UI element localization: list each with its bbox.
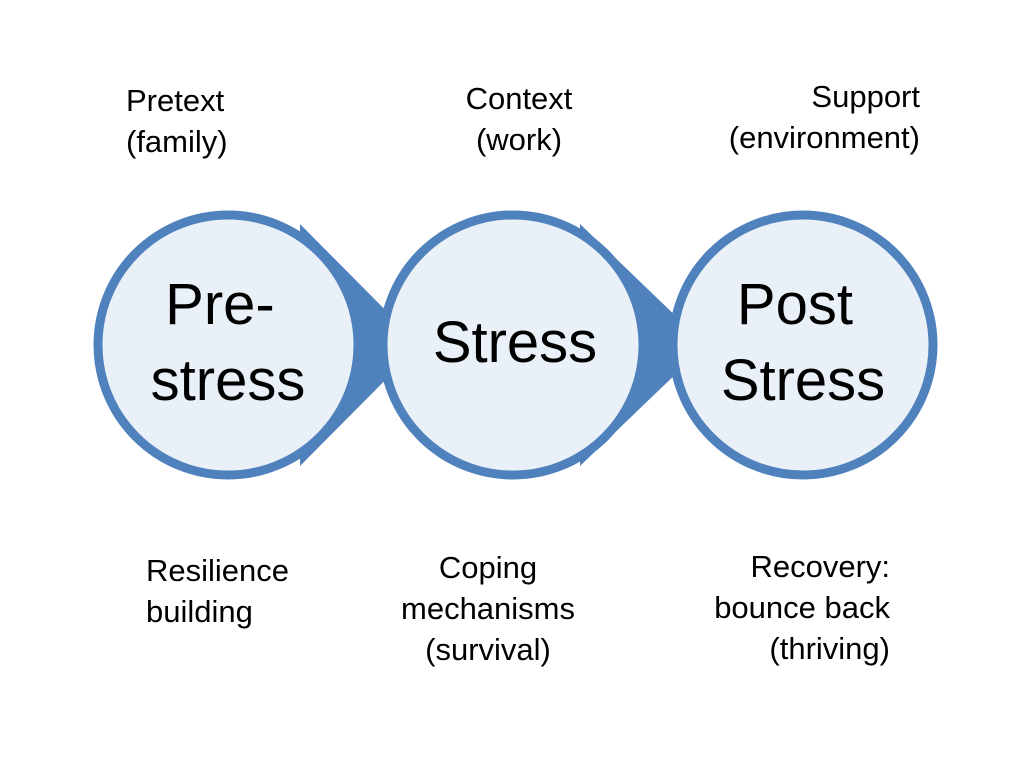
circle-pre-stress — [93, 210, 363, 480]
bottom-label-coping-line-2: mechanisms — [401, 591, 575, 626]
circle-pre-stress-line-2: stress — [151, 348, 306, 413]
circle-stress — [378, 210, 648, 480]
top-label-context: Context (work) — [419, 78, 619, 160]
circle-pre-stress-label: Pre- stress — [151, 272, 306, 413]
circle-post-stress-label: Post Stress — [721, 272, 885, 413]
top-label-pretext: Pretext (family) — [126, 80, 228, 162]
circle-stress-line-1: Stress — [433, 310, 597, 375]
bottom-label-recovery: Recovery: bounce back (thriving) — [714, 546, 890, 669]
bottom-label-recovery-line-2: bounce back — [714, 590, 890, 625]
top-label-context-line-2: (work) — [475, 122, 563, 157]
bottom-label-recovery-line-1: Recovery: — [750, 549, 890, 584]
circle-post-stress-line-1: Post — [737, 272, 853, 337]
circle-post-stress — [668, 210, 938, 480]
circle-stress-label: Stress — [433, 310, 597, 375]
top-label-support-line-2: (environment) — [728, 120, 920, 155]
bottom-label-resilience: Resilience building — [146, 550, 289, 632]
bottom-label-resilience-line-1: Resilience — [146, 553, 290, 588]
circle-post-stress-line-2: Stress — [721, 348, 885, 413]
bottom-label-coping: Coping mechanisms (survival) — [378, 547, 598, 670]
top-label-support: Support (environment) — [729, 76, 920, 158]
top-label-support-line-1: Support — [811, 79, 920, 114]
circle-pre-stress-line-1: Pre- — [165, 272, 275, 337]
bottom-label-coping-line-3: (survival) — [425, 632, 551, 667]
bottom-label-resilience-line-2: building — [146, 594, 253, 629]
top-label-context-line-1: Context — [465, 81, 573, 116]
bottom-label-recovery-line-3: (thriving) — [769, 631, 890, 666]
top-label-pretext-line-1: Pretext — [126, 83, 225, 118]
top-label-pretext-line-2: (family) — [126, 124, 228, 159]
bottom-label-coping-line-1: Coping — [438, 550, 538, 585]
